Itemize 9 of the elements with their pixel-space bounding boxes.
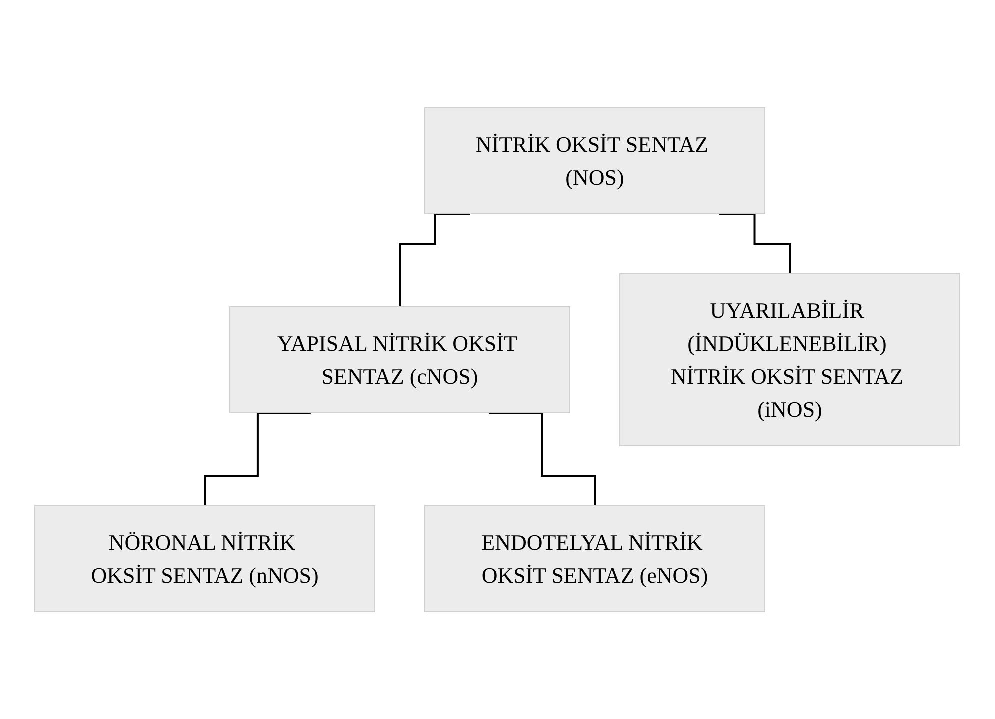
node-box: YAPISAL NİTRİK OKSİT SENTAZ (cNOS) — [230, 306, 570, 413]
node-box: ENDOTELYAL NİTRİK OKSİT SENTAZ (eNOS) — [424, 505, 766, 612]
connector — [399, 212, 470, 308]
connector — [720, 212, 791, 274]
connector — [489, 412, 596, 506]
node-box: NÖRONAL NİTRİK OKSİT SENTAZ (nNOS) — [34, 505, 376, 612]
node-box: UYARILABİLİR (İNDÜKLENEBİLİR) NİTRİK OKSİT SENTAZ (iNOS) — [620, 273, 960, 446]
node-box: NİTRİK OKSİT SENTAZ (NOS) — [424, 107, 766, 214]
connector — [204, 412, 311, 506]
